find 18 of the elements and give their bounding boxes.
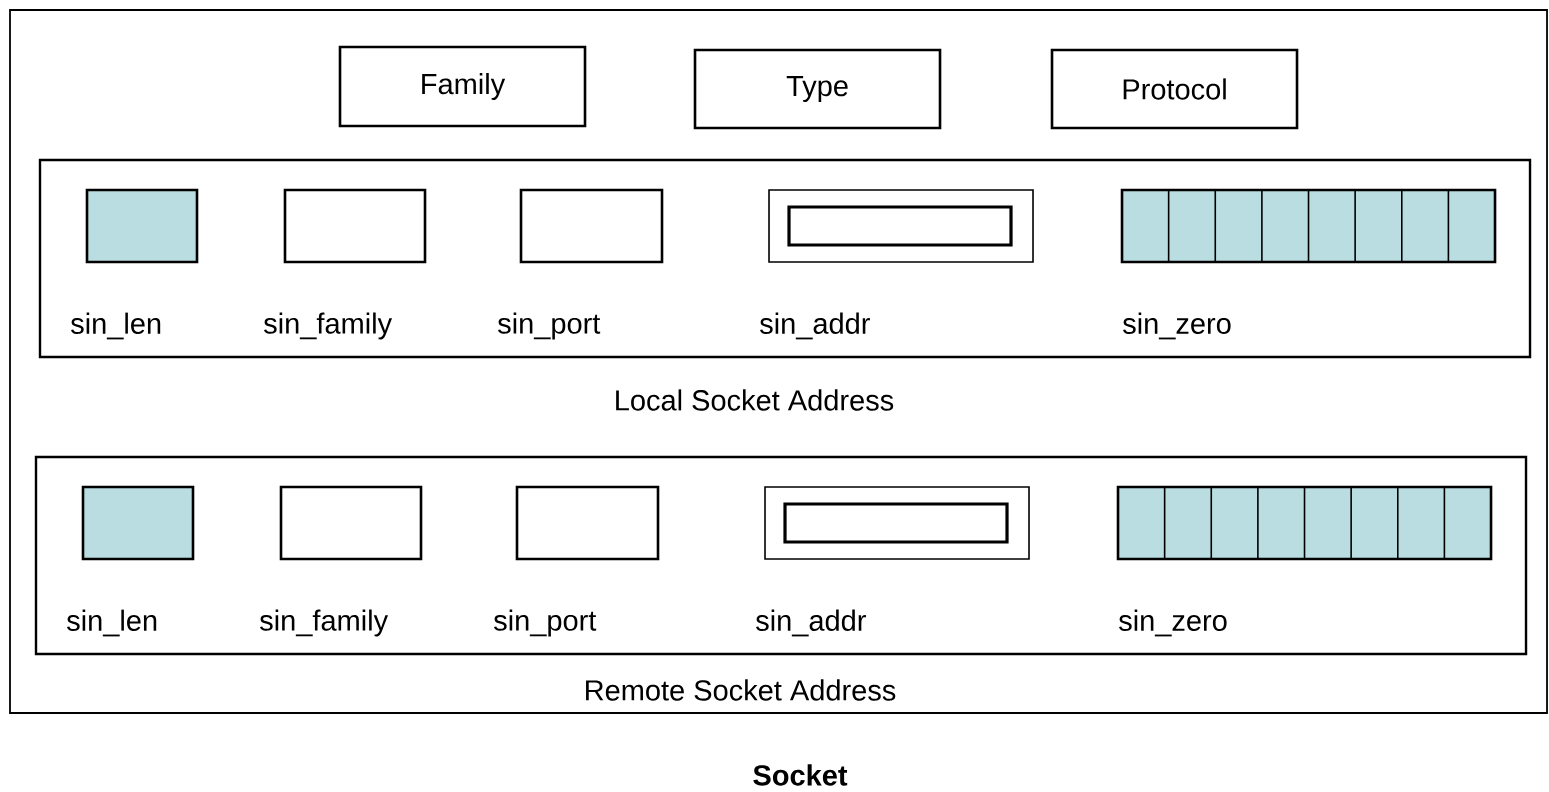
panel-label: Remote Socket Address: [586, 679, 896, 701]
field-label: sin_family: [264, 312, 393, 340]
field-box: Type: [693, 48, 942, 130]
field-label: sin_port: [498, 312, 601, 340]
inner-box: [783, 502, 1009, 544]
field-label: sin_len: [67, 609, 157, 637]
inner-box: [787, 205, 1013, 247]
field-label: sin_zero: [1123, 312, 1231, 340]
field-label: sin_port: [494, 609, 597, 637]
field-label: sin_addr: [760, 312, 870, 340]
field-label: sin_zero: [1119, 609, 1227, 637]
field-box: Protocol: [1050, 48, 1299, 130]
field-label: sin_len: [71, 312, 161, 340]
panel-label: Local Socket Address: [616, 389, 894, 411]
frame-label: Socket: [753, 764, 848, 786]
field-box: Family: [338, 45, 587, 128]
field-label: sin_addr: [756, 609, 866, 637]
field-label: sin_family: [260, 609, 389, 637]
